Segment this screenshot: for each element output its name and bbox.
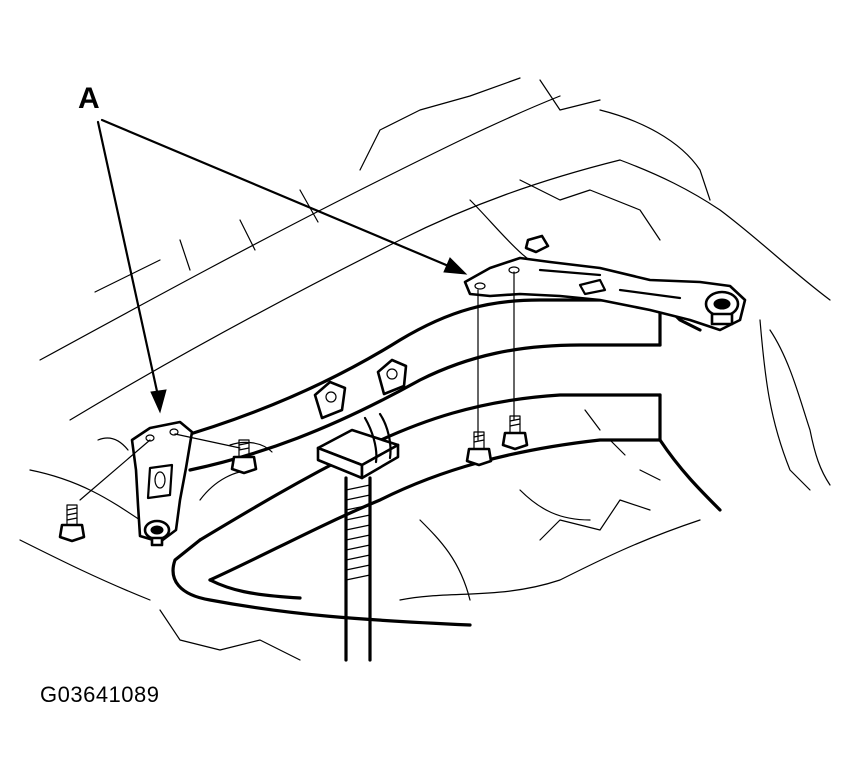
- bolt-left-outer: [58, 504, 86, 543]
- bolt-background: [524, 234, 550, 254]
- crossmember-brackets: [313, 358, 408, 420]
- bolt-left-inner: [230, 439, 258, 475]
- callout-label-a: A: [78, 82, 100, 115]
- figure-id: G03641089: [40, 682, 160, 707]
- bolt-right-2: [501, 415, 529, 451]
- left-mounting-bracket: [130, 420, 194, 547]
- callout-arrows: [96, 118, 468, 414]
- bolt-alignment-lines: [79, 271, 515, 501]
- jack-stand: [316, 412, 400, 662]
- background-body-outline: [19, 77, 831, 661]
- bolt-right-1: [465, 431, 493, 467]
- right-mounting-bracket: [463, 256, 747, 332]
